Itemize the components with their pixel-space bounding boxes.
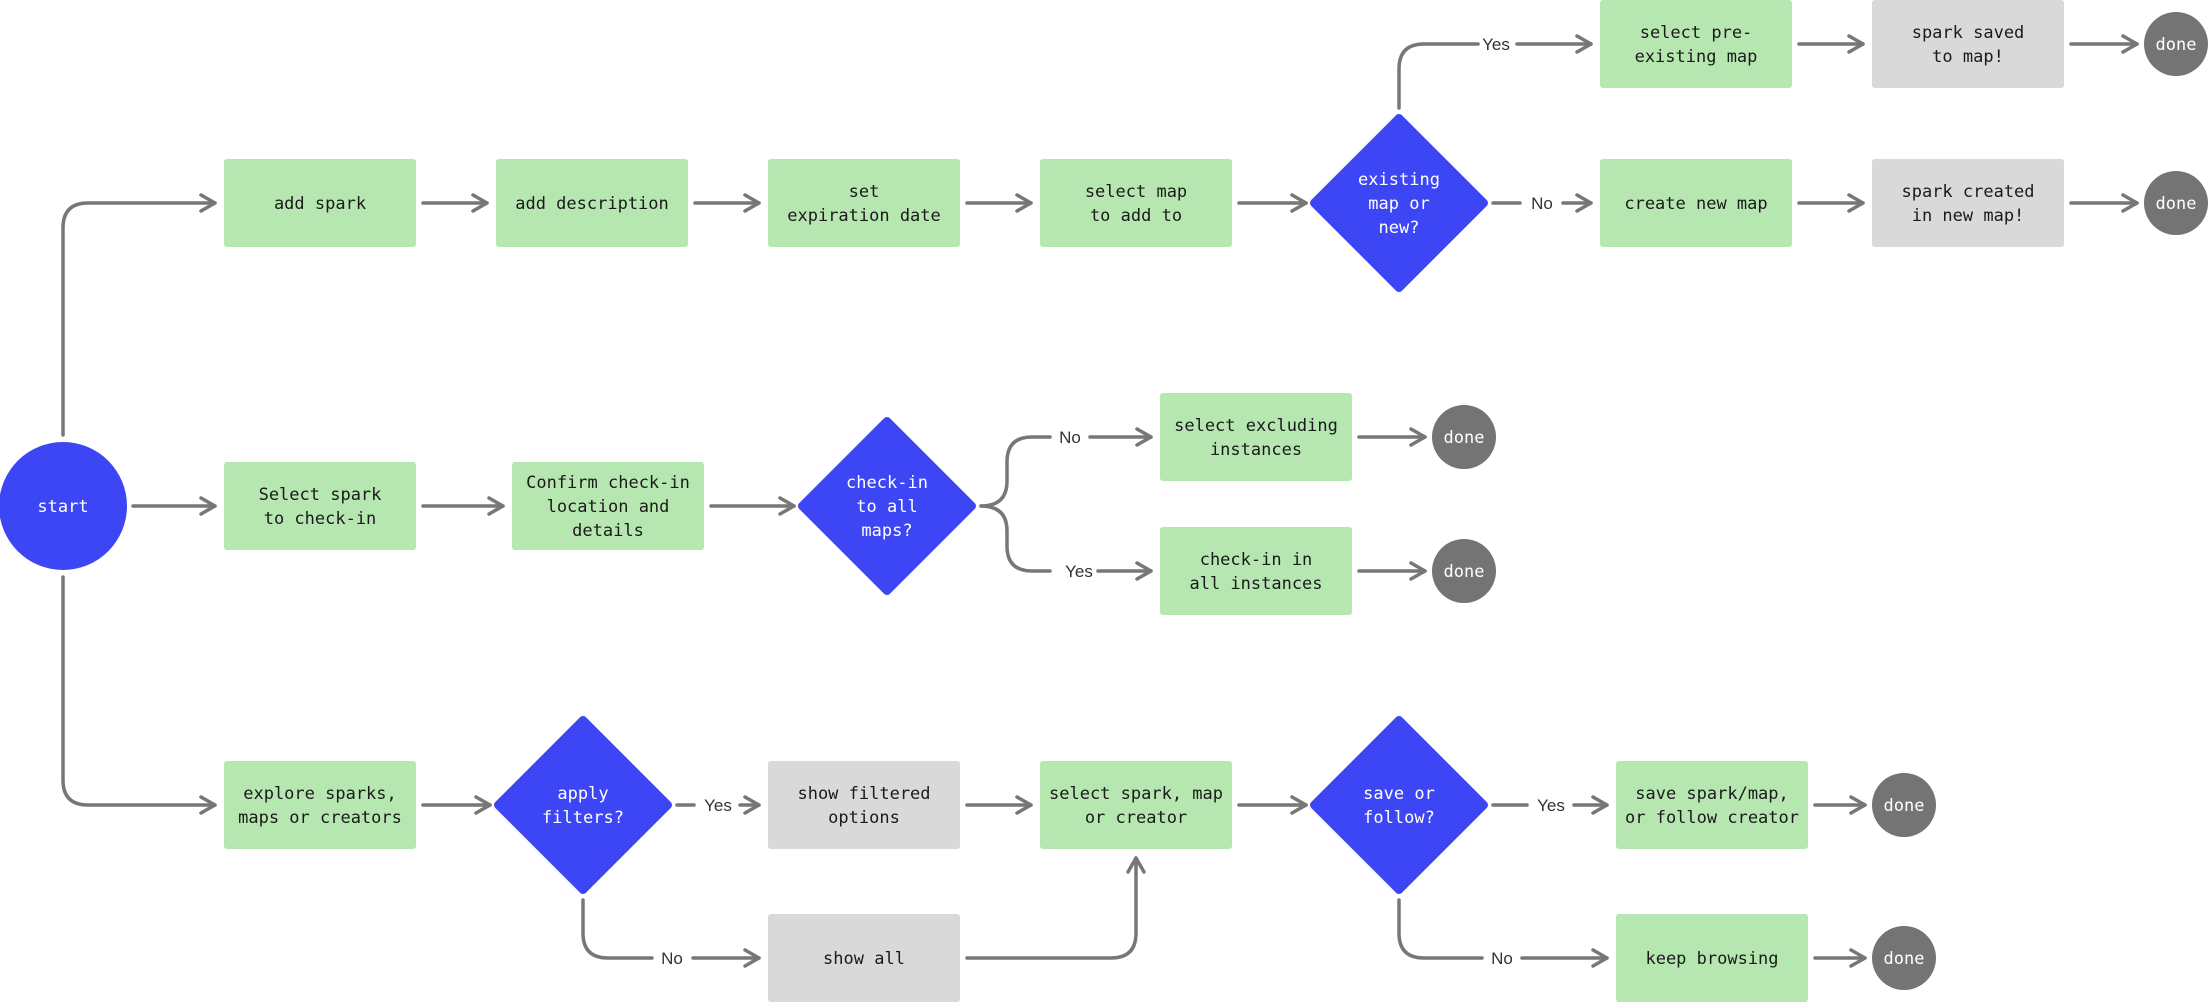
done-circle-2: done bbox=[2144, 171, 2208, 235]
edge-filters-no-1 bbox=[581, 898, 654, 960]
done-2-label: done bbox=[2156, 194, 2197, 214]
save-spark-map-box: save spark/map,or follow creator bbox=[1616, 761, 1808, 849]
edge-label-filters-no: No bbox=[661, 949, 683, 968]
create-new-map-box: create new map bbox=[1600, 159, 1792, 247]
edges bbox=[61, 34, 2139, 968]
edge-label-save-no: No bbox=[1491, 949, 1513, 968]
svg-text:Yes: Yes bbox=[1482, 35, 1510, 54]
svg-text:No: No bbox=[1059, 428, 1081, 447]
done-circle-4: done bbox=[1432, 539, 1496, 603]
svg-text:No: No bbox=[661, 949, 683, 968]
edge-label-checkin-no: No bbox=[1059, 428, 1081, 447]
select-preexisting-box: select pre-existing map bbox=[1600, 0, 1792, 88]
edge-label-existing-yes: Yes bbox=[1482, 35, 1510, 54]
done-4-label: done bbox=[1444, 562, 1485, 582]
add-spark-label: add spark bbox=[274, 194, 366, 214]
start-label: start bbox=[37, 497, 88, 517]
edge-start-to-add-spark bbox=[61, 193, 217, 437]
edge-checkin-yes-1 bbox=[979, 504, 1052, 573]
edge-save-no-1 bbox=[1397, 898, 1484, 960]
edge-checkin-no-1 bbox=[979, 435, 1052, 508]
done-circle-3: done bbox=[1432, 405, 1496, 469]
edge-label-existing-no: No bbox=[1531, 194, 1553, 213]
done-circle-1: done bbox=[2144, 12, 2208, 76]
add-spark-box: add spark bbox=[224, 159, 416, 247]
svg-text:Yes: Yes bbox=[1537, 796, 1565, 815]
start-circle: start bbox=[0, 442, 127, 570]
show-all-box: show all bbox=[768, 914, 960, 1002]
svg-text:No: No bbox=[1531, 194, 1553, 213]
edge-show-all-to-select bbox=[965, 856, 1146, 960]
svg-text:Yes: Yes bbox=[1065, 562, 1093, 581]
edge-label-save-yes: Yes bbox=[1537, 796, 1565, 815]
show-all-label: show all bbox=[823, 949, 905, 969]
edge-label-filters-yes: Yes bbox=[704, 796, 732, 815]
done-3-label: done bbox=[1444, 428, 1485, 448]
done-1-label: done bbox=[2156, 35, 2197, 55]
svg-text:Yes: Yes bbox=[704, 796, 732, 815]
edge-existing-yes-1 bbox=[1397, 42, 1480, 110]
create-new-map-label: create new map bbox=[1624, 194, 1767, 214]
add-description-label: add description bbox=[515, 194, 669, 214]
keep-browsing-box: keep browsing bbox=[1616, 914, 1808, 1002]
done-6-label: done bbox=[1884, 949, 1925, 969]
svg-text:No: No bbox=[1491, 949, 1513, 968]
add-description-box: add description bbox=[496, 159, 688, 247]
done-circle-6: done bbox=[1872, 926, 1936, 990]
explore-box: explore sparks,maps or creators bbox=[224, 761, 416, 849]
edge-label-checkin-yes: Yes bbox=[1065, 562, 1093, 581]
done-circle-5: done bbox=[1872, 773, 1936, 837]
edge-start-to-explore bbox=[61, 575, 217, 815]
done-5-label: done bbox=[1884, 796, 1925, 816]
select-preexisting-label: select pre-existing map bbox=[1635, 23, 1758, 67]
keep-browsing-label: keep browsing bbox=[1645, 949, 1778, 969]
save-spark-map-label: save spark/map,or follow creator bbox=[1625, 784, 1799, 828]
explore-label: explore sparks,maps or creators bbox=[238, 784, 402, 828]
